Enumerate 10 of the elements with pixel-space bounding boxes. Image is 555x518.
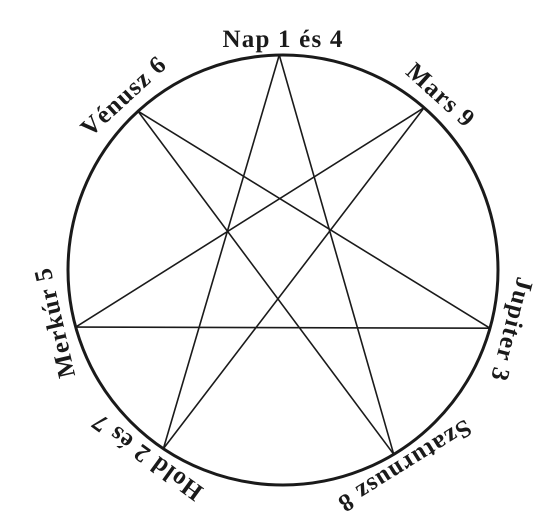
star-line [138,110,490,329]
planet-label: Merkúr 5 [30,264,81,380]
star-line [137,110,394,455]
star-line [162,107,425,450]
star-line [162,54,280,449]
planet-label: Nap 1 és 4 [222,26,344,52]
star-line [75,107,424,328]
star-line [76,326,490,329]
planet-label: Jupiter 3 [486,275,537,385]
star-line [278,54,394,455]
